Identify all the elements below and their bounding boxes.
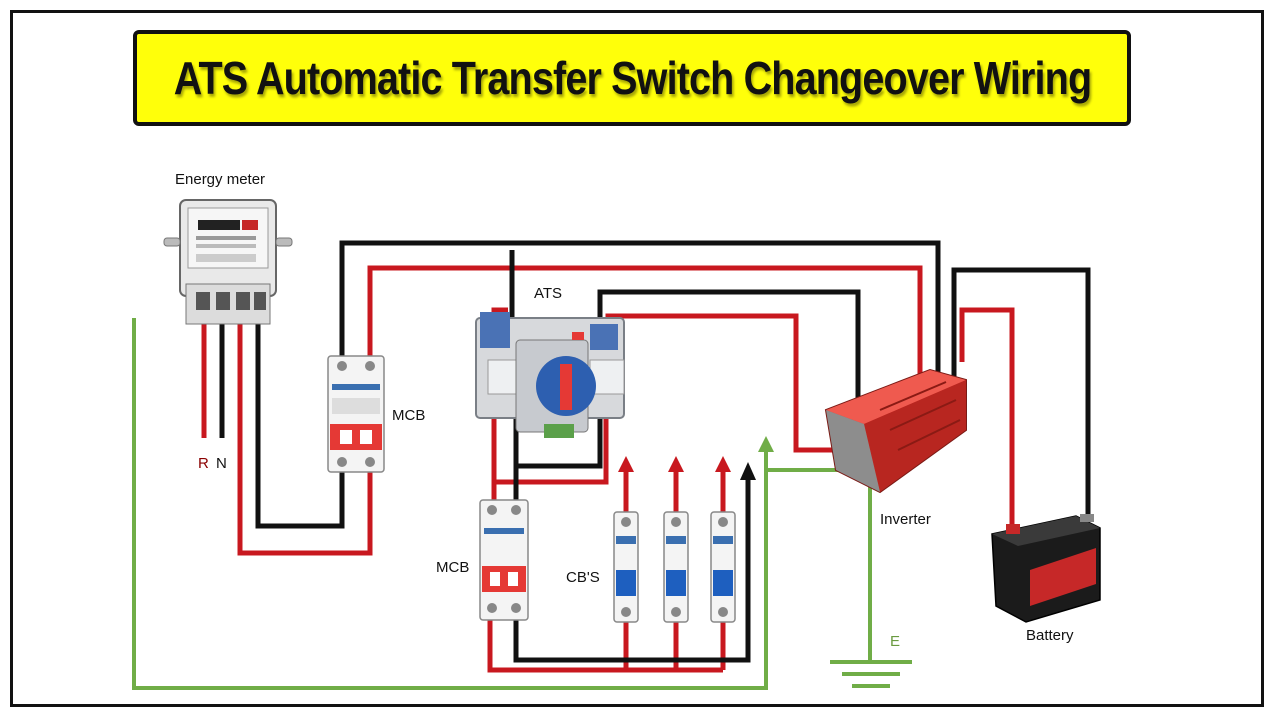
neutral-wire-cbs (513, 478, 751, 663)
phase-wire-mcb2-to-cbs (487, 612, 723, 673)
label-neutral: N (216, 455, 227, 472)
label-ats: ATS (534, 285, 562, 302)
mcb-bottom (479, 499, 529, 621)
neutral-arrow (740, 462, 756, 480)
earth-wire-inverter (766, 468, 872, 660)
phase-wire-mcb-to-ats (367, 265, 923, 400)
label-mcb-bottom: MCB (436, 559, 469, 576)
earth-wire-main (132, 318, 768, 690)
label-inverter: Inverter (880, 511, 931, 528)
label-cbs: CB'S (566, 569, 600, 586)
circuit-breaker-3 (710, 511, 736, 623)
neutral-wire-ats-right (597, 289, 861, 460)
diagram-frame (10, 10, 1264, 707)
circuit-breaker-1 (613, 511, 639, 623)
battery (991, 514, 1101, 623)
cb3-arrow (715, 456, 731, 472)
cb2-arrow (668, 456, 684, 472)
earth-symbol (830, 660, 912, 688)
title-banner: ATS Automatic Transfer Switch Changeover… (133, 30, 1131, 126)
page-title: ATS Automatic Transfer Switch Changeover… (173, 52, 1091, 104)
label-earth: E (890, 633, 900, 650)
earth-arrow (758, 436, 774, 452)
inverter (824, 368, 967, 494)
neutral-wire-ats-to-out (516, 400, 603, 469)
phase-wire-ats-to-mcb2 (491, 400, 609, 485)
label-mcb-top: MCB (392, 407, 425, 424)
circuit-breaker-2 (663, 511, 689, 623)
label-energy-meter: Energy meter (175, 171, 265, 188)
label-battery: Battery (1026, 627, 1074, 644)
neutral-wire-mcb-to-ats (339, 240, 941, 378)
phase-wire-ats-right (605, 313, 860, 453)
neutral-wire-battery (951, 267, 1091, 520)
phase-wire-meter-to-mcb (237, 308, 373, 556)
neutral-wire-meter-to-mcb (255, 308, 345, 529)
ats-switch (475, 312, 625, 438)
cb1-arrow (618, 456, 634, 472)
mcb-top (327, 355, 385, 473)
phase-wire-battery (959, 307, 1015, 530)
energy-meter (163, 199, 293, 325)
label-phase: R (198, 455, 209, 472)
